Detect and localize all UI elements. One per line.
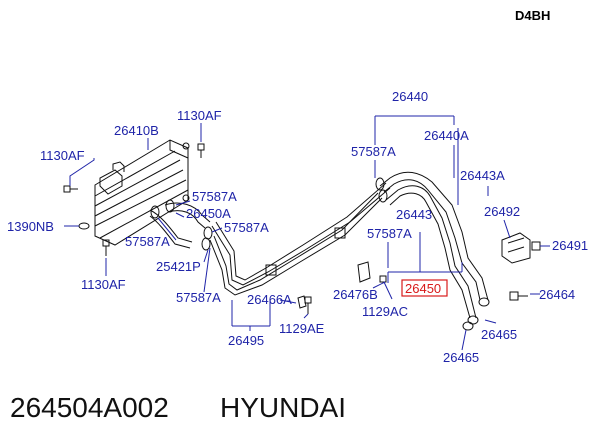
label-26450: 26450	[405, 281, 441, 296]
tube-26440	[379, 171, 490, 325]
washer-26465	[462, 321, 474, 331]
label-26443: 26443	[396, 207, 432, 222]
highlight-26450: 26450	[401, 279, 448, 297]
part-number: 264504A002	[10, 392, 169, 423]
bracket-26492	[501, 232, 531, 264]
engine-code: D4BH	[515, 8, 550, 23]
label-26465-right: 26465	[481, 327, 517, 342]
label-57587A-c: 57587A	[224, 220, 269, 235]
label-1130AF-bottom: 1130AF	[81, 277, 126, 292]
label-1129AC: 1129AC	[362, 304, 408, 319]
clip-26466A	[297, 295, 307, 309]
bolt-1129AE	[304, 296, 312, 314]
label-57587A-b: 57587A	[125, 234, 170, 249]
bolt-1130AF-left	[63, 185, 78, 193]
label-1130AF-left: 1130AF	[40, 148, 85, 163]
label-26495: 26495	[228, 333, 264, 348]
label-1130AF-top: 1130AF	[177, 108, 222, 123]
label-26440A: 26440A	[424, 128, 469, 143]
label-57587A-mid: 57587A	[367, 226, 412, 241]
label-26491: 26491	[552, 238, 588, 253]
brand-name: HYUNDAI	[220, 392, 346, 423]
tube-26495	[209, 182, 391, 296]
label-26465-bottom: 26465	[443, 350, 479, 365]
label-57587A-d: 57587A	[176, 290, 221, 305]
washer-1390NB	[78, 222, 90, 230]
label-26440: 26440	[392, 89, 428, 104]
bolt-26491	[531, 241, 541, 251]
label-26466A: 26466A	[247, 292, 292, 307]
bolt-26464	[509, 291, 528, 301]
label-1129AE: 1129AE	[279, 321, 325, 336]
label-26476B: 26476B	[333, 287, 378, 302]
label-25421P: 25421P	[156, 259, 201, 274]
bolt-1130AF-top	[197, 143, 205, 158]
label-57587A-a: 57587A	[192, 189, 237, 204]
label-26450A: 26450A	[186, 206, 231, 221]
clamp-57587A	[150, 177, 388, 251]
label-1390NB: 1390NB	[7, 219, 54, 234]
leader-lines	[64, 115, 550, 351]
label-26410B: 26410B	[114, 123, 159, 138]
oil-cooler	[94, 139, 190, 246]
bracket-26476B	[357, 261, 371, 283]
bolt-1129AC	[379, 275, 387, 283]
label-57587A-top: 57587A	[351, 144, 396, 159]
label-26492: 26492	[484, 204, 520, 219]
bolt-1130AF-bottom	[102, 239, 110, 256]
label-26443A: 26443A	[460, 168, 505, 183]
label-26464: 26464	[539, 287, 575, 302]
